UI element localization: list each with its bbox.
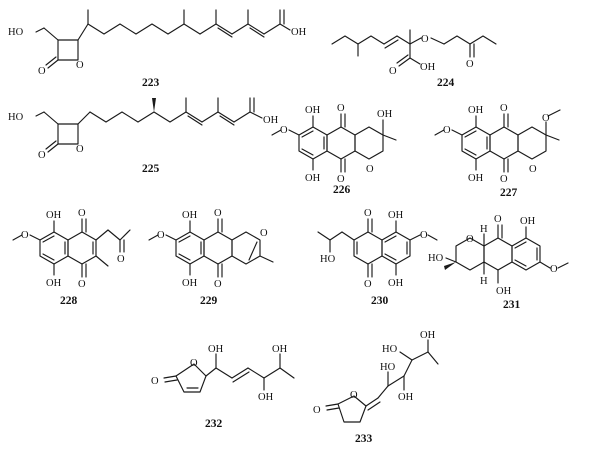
atom-o: O — [337, 174, 345, 185]
compound-label-233: 233 — [355, 433, 373, 445]
atom-oh: OH — [305, 105, 321, 116]
compound-label-231: 231 — [503, 299, 521, 311]
atom-o: O — [76, 60, 84, 71]
compound-233: O O HO OH HO OH 233 — [313, 330, 439, 445]
atom-o: O — [389, 66, 397, 77]
atom-o: O — [364, 279, 372, 290]
atom-oh: OH — [272, 344, 288, 355]
atom-o: O — [366, 164, 374, 175]
atom-o: O — [151, 376, 159, 387]
atom-o: O — [364, 208, 372, 219]
atom-o: O — [337, 103, 345, 114]
atom-oh: OH — [46, 210, 62, 221]
compound-232-bonds — [163, 353, 295, 393]
compound-229: OH O O O O OH 229 — [148, 208, 274, 307]
atom-o: O — [76, 144, 84, 155]
atom-o: O — [78, 279, 86, 290]
atom-oh: OH — [377, 109, 393, 120]
atom-o: O — [466, 59, 474, 70]
compound-226-bonds — [271, 113, 397, 173]
atom-o: O — [443, 125, 451, 136]
compound-225-bonds — [35, 97, 263, 153]
atom-o: O — [500, 174, 508, 185]
atom-h: H — [480, 224, 488, 235]
atom-oh: OH — [468, 173, 484, 184]
atom-ho: HO — [428, 253, 444, 264]
atom-h: H — [480, 276, 488, 287]
atom-o: O — [494, 214, 502, 225]
compound-223: HO O O OH 223 — [8, 9, 307, 89]
atom-oh: OH — [208, 344, 224, 355]
compound-227: OH O O O O O OH 227 — [434, 103, 561, 199]
compound-224: O O O OH 224 — [331, 29, 497, 89]
compound-223-bonds — [35, 9, 291, 69]
compound-227-bonds — [434, 109, 561, 173]
atom-ho: HO — [8, 112, 24, 123]
compound-233-bonds — [325, 339, 439, 423]
atom-oh: OH — [182, 278, 198, 289]
compound-label-232: 232 — [205, 418, 223, 430]
atom-o: O — [420, 230, 428, 241]
compound-231: H O OH O HO O H OH 231 — [428, 214, 569, 311]
atom-o: O — [529, 164, 537, 175]
compound-label-230: 230 — [371, 295, 389, 307]
atom-ho: HO — [382, 344, 398, 355]
compound-229-bonds — [148, 218, 274, 278]
atom-ho: HO — [380, 362, 396, 373]
atom-o: O — [421, 34, 429, 45]
atom-o: O — [190, 358, 198, 369]
atom-oh: OH — [258, 392, 274, 403]
compound-232: O O OH OH OH 232 — [151, 344, 295, 430]
compound-230: OH O O HO O OH 230 — [317, 208, 438, 307]
atom-o: O — [542, 113, 550, 124]
compound-label-226: 226 — [333, 184, 351, 196]
compound-label-224: 224 — [437, 77, 455, 89]
compound-224-bonds — [331, 29, 497, 67]
compound-230-bonds — [317, 218, 438, 278]
compound-label-227: 227 — [500, 187, 518, 199]
atom-o: O — [214, 208, 222, 219]
atom-oh: OH — [182, 210, 198, 221]
compound-label-225: 225 — [142, 163, 160, 175]
compound-label-223: 223 — [142, 77, 160, 89]
atom-oh: OH — [46, 278, 62, 289]
atom-oh: OH — [496, 286, 512, 297]
atom-o: O — [350, 390, 358, 401]
atom-o: O — [466, 234, 474, 245]
atom-oh: OH — [291, 27, 307, 38]
atom-o: O — [38, 66, 46, 77]
compound-226: OH O OH O O O OH 226 — [271, 103, 397, 196]
atom-oh: OH — [420, 330, 436, 341]
atom-oh: OH — [468, 105, 484, 116]
atom-o: O — [313, 405, 321, 416]
compound-225: HO O O OH 225 — [8, 97, 279, 175]
atom-oh: OH — [520, 216, 536, 227]
atom-o: O — [214, 279, 222, 290]
atom-o: O — [157, 230, 165, 241]
atom-o: O — [38, 150, 46, 161]
atom-oh: OH — [305, 173, 321, 184]
atom-o: O — [21, 230, 29, 241]
atom-oh: OH — [388, 210, 404, 221]
atom-oh: OH — [398, 392, 414, 403]
atom-o: O — [78, 208, 86, 219]
compound-231-bonds — [444, 224, 569, 284]
atom-o: O — [500, 103, 508, 114]
atom-o: O — [280, 125, 288, 136]
compound-label-229: 229 — [200, 295, 218, 307]
atom-o: O — [260, 228, 268, 239]
compound-label-228: 228 — [60, 295, 78, 307]
compound-228: OH O O O O OH 228 — [12, 208, 131, 307]
atom-oh: OH — [388, 278, 404, 289]
atom-oh: OH — [420, 62, 436, 73]
atom-o: O — [117, 254, 125, 265]
atom-ho: HO — [320, 254, 336, 265]
compound-228-bonds — [12, 218, 131, 278]
atom-oh: OH — [263, 115, 279, 126]
atom-o: O — [550, 264, 558, 275]
atom-ho: HO — [8, 27, 24, 38]
